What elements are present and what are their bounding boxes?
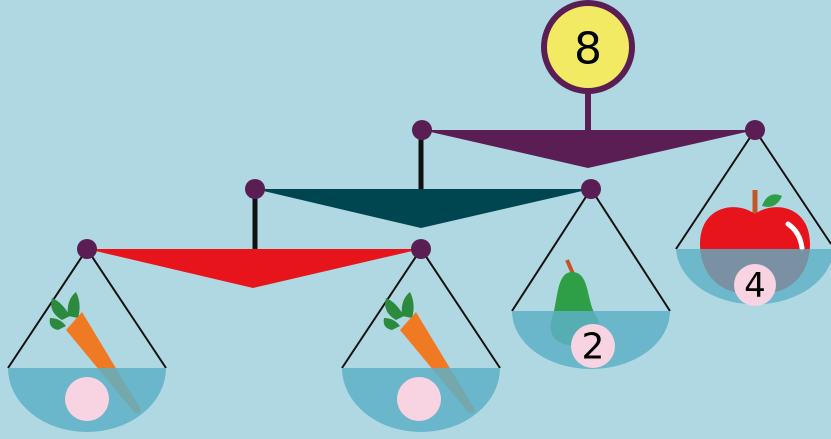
total-circle <box>541 0 635 94</box>
pan-carrot-left <box>7 248 167 432</box>
weight-bubble <box>65 377 109 421</box>
weight-label: 2 <box>582 327 605 368</box>
weight-bubble <box>397 377 441 421</box>
pivot-dot <box>411 239 431 259</box>
weight-bubble <box>734 264 776 306</box>
pan-pear: 2 <box>511 188 671 369</box>
total-value: 8 <box>574 24 602 75</box>
middle-beam <box>255 189 591 228</box>
pivot-dot <box>77 239 97 259</box>
pivot-dot <box>412 120 432 140</box>
pivot-dot <box>245 179 265 199</box>
bottom-beam <box>87 249 421 288</box>
pivot-dot <box>745 120 765 140</box>
weight-bubble <box>571 324 615 368</box>
pan-apple: 4 <box>675 129 831 306</box>
top-beam <box>422 130 755 168</box>
pan-carrot-right <box>341 248 501 432</box>
pivot-dot <box>581 179 601 199</box>
weight-label: 4 <box>744 266 766 306</box>
